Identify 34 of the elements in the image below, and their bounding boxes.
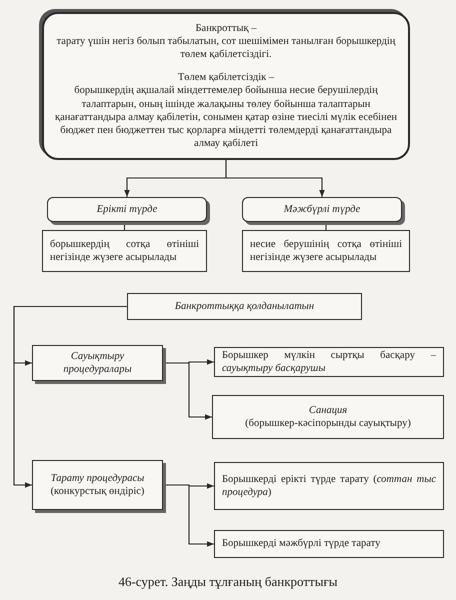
process-box (242, 230, 410, 272)
node-text: несие берушінің сотқа өтініші негізінде жүзеге асырылады (250, 238, 402, 264)
arrow (163, 484, 214, 547)
arrow (163, 362, 212, 420)
node-text: (конкурстық өндіріс) (50, 485, 144, 498)
node-text: Борышкер мүлкін сыртқы басқару – сауықтыру басқарушы (222, 348, 436, 376)
process-box (42, 230, 207, 272)
node-text: Борышкерді ерікті түрде тарату (соттан тыс процедура) (222, 472, 436, 500)
node-text: Банкроттыққа қолданылатын (174, 300, 314, 314)
figure-caption: 46-сурет. Заңды тұлғаның банкроттығы (117, 574, 339, 590)
node-text: Тарату процедурасы (50, 472, 144, 485)
process-box (214, 530, 444, 558)
node-text: тарату үшін негіз болып табылатын, сот шешімімен танылған борышкердің төлем қабілетсіздігі. (56, 35, 396, 62)
definition-term: Банкроттық – (196, 22, 256, 36)
process-box (47, 197, 207, 222)
node-text: Сауықтыру процедуралары (62, 350, 133, 376)
process-box (32, 460, 163, 510)
process-box (214, 347, 444, 377)
node-text: Ерікті түрде (96, 202, 158, 216)
node-text: (борышкер-кәсіпорынды сауықтыру) (245, 417, 411, 430)
node-text: борышкердің сотқа өтініші негізінде жүзеге асырылады (50, 238, 199, 264)
definition-term: Төлем қабілетсіздік – (178, 71, 274, 84)
process-box (212, 395, 444, 439)
process-box (242, 197, 402, 222)
arrow (13, 306, 127, 488)
process-box (127, 293, 362, 320)
node-text: борышкердің ақшалай міндеттемелер бойынша несие берушілердің талаптарын, оның ішінде жалақыны төлеу бойынша талаптарын қанағаттандыра алмау қабілетін, сонымен қатар өзіне тиесілі мүлік есебінен бюджет пен бюджеттен тыс қорларға міндетті төлемдерді қанағаттандыра алмау қабілеті (54, 84, 398, 150)
process-box (32, 345, 163, 381)
node-text: Санация (308, 404, 348, 417)
node-text: Борышкерді мәжбүрлі түрде тарату (222, 537, 382, 551)
definition-box (42, 12, 410, 160)
process-box (214, 462, 444, 510)
arrow (225, 160, 325, 197)
node-text: Мәжбүрлі түрде (284, 202, 360, 216)
